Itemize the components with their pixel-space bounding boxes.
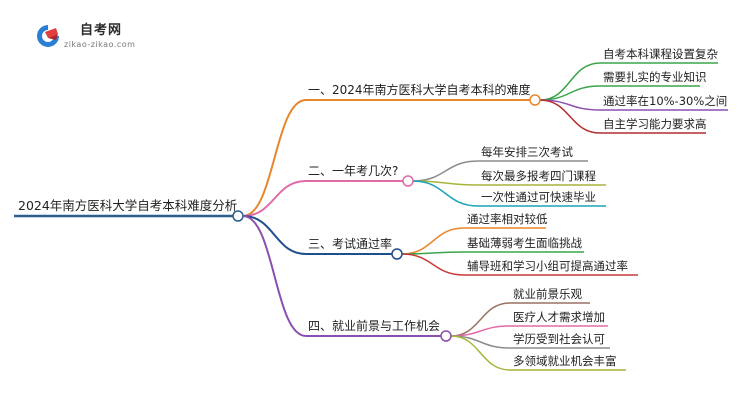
leaf-connector: [401, 253, 465, 276]
branch-label: 三、考试通过率: [308, 236, 392, 251]
leaf-label: 每次最多报考四门课程: [481, 169, 596, 183]
branch-node: [402, 175, 414, 187]
branch-connector: [242, 180, 307, 217]
branch-label: 二、一年考几次?: [308, 164, 398, 178]
leaf-label: 自考本科课程设置复杂: [603, 47, 718, 61]
leaf-label: 通过率在10%-30%之间: [603, 94, 727, 108]
branch-label: 四、就业前景与工作机会: [308, 318, 440, 333]
leaf-label: 基础薄弱考生面临挑战: [467, 236, 582, 250]
leaf-connector: [539, 62, 601, 101]
leaf-label: 医疗人才需求增加: [513, 310, 605, 324]
leaf-label: 自主学习能力要求高: [603, 117, 707, 131]
leaf-connector: [450, 335, 511, 371]
leaf-label: 就业前景乐观: [513, 287, 582, 301]
leaf-connector: [539, 85, 601, 101]
branch-connector: [242, 99, 307, 217]
leaf-label: 每年安排三次考试: [481, 145, 573, 159]
branch-connector: [242, 215, 307, 337]
leaf-label: 需要扎实的专业知识: [603, 70, 707, 84]
leaf-connector: [539, 99, 601, 134]
logo-subtitle: zikao-zikao.com: [64, 40, 136, 49]
leaf-connector: [412, 180, 479, 207]
root-label: 2024年南方医科大学自考本科难度分析: [18, 198, 237, 213]
leaf-label: 一次性通过可快速毕业: [481, 190, 596, 204]
leaf-connector: [412, 160, 479, 182]
graduation-cap-icon: [37, 25, 59, 47]
logo: 自考网 zikao-zikao.com: [34, 18, 184, 58]
branch-connector: [242, 215, 307, 255]
branch-node: [391, 248, 403, 260]
leaf-label: 辅导班和学习小组可提高通过率: [467, 259, 628, 273]
leaf-label: 多领域就业机会丰富: [513, 354, 617, 368]
leaf-label: 通过率相对较低: [467, 212, 548, 226]
branch-node: [440, 330, 452, 342]
root-node: [232, 210, 244, 222]
leaf-label: 学历受到社会认可: [513, 332, 605, 346]
branch-label: 一、2024年南方医科大学自考本科的难度: [308, 82, 531, 97]
branch-node: [529, 94, 541, 106]
leaf-connector: [401, 227, 465, 255]
logo-title: 自考网: [80, 23, 123, 38]
